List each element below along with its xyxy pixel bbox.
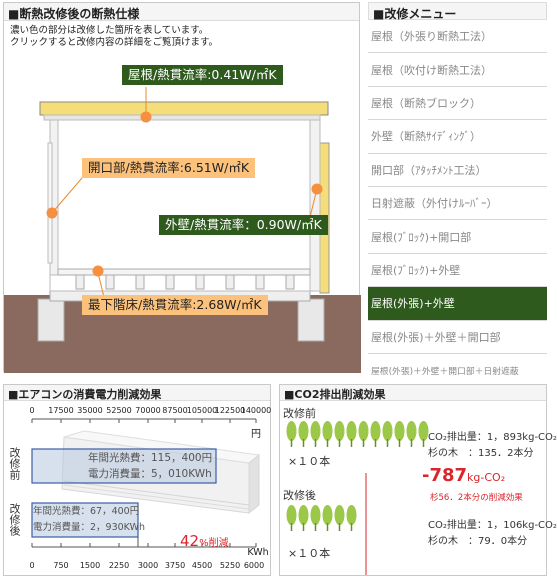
foundation-right [297, 298, 325, 342]
yen-tick: 87500 [162, 406, 188, 415]
co2-before-tree-count: ×１０本 [288, 455, 331, 468]
kwh-tick: 3000 [137, 561, 159, 570]
co2-reduction-title: ■CO2排出削減効果 [280, 385, 546, 401]
before-power-text: 電力消費量：5，010KWh [88, 468, 212, 480]
co2-after-label: 改修後 [283, 489, 316, 502]
co2-reduction-unit: kg-CO₂ [467, 471, 506, 484]
kwh-tick: 4500 [191, 561, 213, 570]
tree-row-before [285, 420, 430, 448]
floor-u-value-label[interactable]: 最下階床/熱貫流率:2.68W/㎡K [82, 295, 268, 315]
renovation-menu-list: 屋根（外張り断熱工法） 屋根（吹付け断熱工法） 屋根（断熱ブロック） 外壁（断熱… [368, 20, 547, 388]
yen-tick: 122500 [214, 406, 246, 415]
window-frame[interactable] [47, 142, 53, 264]
wall-marker[interactable] [311, 183, 323, 195]
insulation-spec-panel: ■断熱改修後の断熱仕様 濃い色の部分は改修した箇所を表しています。 クリックする… [3, 2, 361, 373]
before-label: 改修前 [8, 447, 21, 483]
kwh-tick: 6000 [243, 561, 265, 570]
ceiling [43, 114, 321, 121]
wall-u-value-label[interactable]: 外壁/熱貫流率：0.90W/㎡K [159, 215, 328, 235]
before-cost-text: 年間光熱費：115，400円 [88, 452, 213, 464]
yen-tick: 17500 [48, 406, 74, 415]
co2-before-emission: CO₂排出量：1，893kg-CO₂ [428, 432, 557, 443]
menu-item-solar-shading[interactable]: 日射遮蔽（外付けﾙｰﾊﾞｰ） [368, 186, 547, 221]
co2-reduction-panel: ■CO2排出削減効果 改修前 改修後 ×１０本 ×１０本 CO₂排出量：1，89… [279, 384, 557, 576]
co2-reduction-note: 杉56．2本分の削減効果 [430, 493, 523, 503]
floor-leader [97, 272, 105, 298]
ac-power-reduction-panel: ■エアコンの消費電力削減効果 0 17500 35000 52500 70000… [3, 384, 271, 576]
kwh-tick: 750 [53, 561, 69, 570]
after-power-text: 電力消費量：2，930KWh [33, 522, 145, 533]
right-wall [309, 114, 321, 292]
intro-text: 濃い色の部分は改修した箇所を表しています。 クリックすると改修内容の詳細をご覧頂… [10, 25, 218, 49]
intro-line-1: 濃い色の部分は改修した箇所を表しています。 [10, 25, 209, 36]
ac-power-chart [31, 418, 261, 548]
yen-tick: 70000 [135, 406, 161, 415]
reduction-percent-value: 42 [180, 532, 200, 550]
menu-item-roof-external-wall[interactable]: 屋根(外張)+外壁 [368, 287, 547, 321]
after-label-text: 改修後 [8, 503, 21, 536]
kwh-tick: 2250 [108, 561, 130, 570]
opening-leader [51, 170, 89, 214]
menu-item-roof-wall-opening[interactable]: 屋根(外張)＋外壁＋開口部 [368, 320, 547, 354]
floor-marker[interactable] [92, 265, 104, 277]
opening-marker[interactable] [46, 207, 58, 219]
kwh-tick: 1500 [79, 561, 101, 570]
menu-item-roof-block-opening[interactable]: 屋根(ﾌﾞﾛｯｸ)+開口部 [368, 220, 547, 254]
yen-tick: 52500 [106, 406, 132, 415]
menu-item-roof-spray[interactable]: 屋根（吹付け断熱工法） [368, 53, 547, 87]
co2-after-trees: 杉の木 ：79．0本分 [428, 536, 528, 547]
yen-tick: 35000 [77, 406, 103, 415]
foundation-left [37, 298, 65, 342]
yen-tick: 0 [29, 406, 35, 415]
co2-after-emission: CO₂排出量：1，106kg-CO₂ [428, 520, 557, 531]
renovation-menu-title: ■改修メニュー [368, 2, 547, 21]
co2-after-tree-count: ×１０本 [288, 547, 331, 560]
yen-tick: 105000 [186, 406, 218, 415]
menu-item-wall-siding[interactable]: 外壁（断熱ｻｲﾃﾞｨﾝｸﾞ） [368, 120, 547, 154]
axis-ticks [31, 419, 257, 547]
before-bar [31, 448, 217, 484]
menu-item-roof-external[interactable]: 屋根（外張り断熱工法） [368, 20, 547, 54]
menu-item-roof-block-wall[interactable]: 屋根(ﾌﾞﾛｯｸ)+外壁 [368, 253, 547, 288]
kwh-tick: 0 [29, 561, 35, 570]
after-bar [31, 502, 139, 538]
co2-before-label: 改修前 [283, 407, 316, 420]
reduction-percent: 42%削減 [180, 531, 229, 550]
after-label: 改修後 [8, 503, 21, 539]
reduction-percent-suffix: %削減 [199, 538, 229, 549]
tree-row-after [285, 504, 358, 532]
yen-tick: 140000 [240, 406, 272, 415]
house-interior [49, 114, 313, 292]
ac-power-reduction-title: ■エアコンの消費電力削減効果 [4, 385, 270, 401]
kwh-tick: 5250 [219, 561, 241, 570]
insulation-spec-title: ■断熱改修後の断熱仕様 [4, 3, 359, 21]
floor-deck [57, 268, 311, 276]
roof-insulation[interactable] [39, 101, 329, 116]
co2-before-trees: 杉の木 ：135．2本分 [428, 448, 534, 459]
floor-joists [75, 274, 295, 290]
house-cross-section-diagram [4, 87, 361, 373]
menu-item-roof-wall-opening-shading[interactable]: 屋根(外張)＋外壁＋開口部＋日射遮蔽 [368, 353, 547, 388]
menu-item-opening-attachment[interactable]: 開口部（ｱﾀｯﾁﾒﾝﾄ工法） [368, 153, 547, 187]
kwh-tick: 3750 [164, 561, 186, 570]
menu-item-roof-block[interactable]: 屋根（断熱ブロック） [368, 86, 547, 121]
yen-unit: 円 [251, 429, 261, 440]
intro-line-2: クリックすると改修内容の詳細をご覧頂けます。 [10, 37, 219, 48]
before-label-text: 改修前 [8, 447, 21, 480]
co2-reduction-amount: -787kg-CO₂ [422, 465, 505, 486]
roof-marker[interactable] [140, 111, 152, 123]
after-cost-text: 年間光熱費：67，400円 [33, 506, 140, 517]
renovation-menu: ■改修メニュー 屋根（外張り断熱工法） 屋根（吹付け断熱工法） 屋根（断熱ブロッ… [368, 2, 547, 388]
kwh-unit: KWh [247, 547, 269, 558]
co2-reduction-value: -787 [422, 465, 468, 486]
tree-illustrations [285, 420, 430, 575]
opening-u-value-label[interactable]: 開口部/熱貫流率:6.51W/㎡K [82, 158, 256, 178]
roof-u-value-label[interactable]: 屋根/熱貫流率:0.41W/㎡K [122, 65, 283, 85]
